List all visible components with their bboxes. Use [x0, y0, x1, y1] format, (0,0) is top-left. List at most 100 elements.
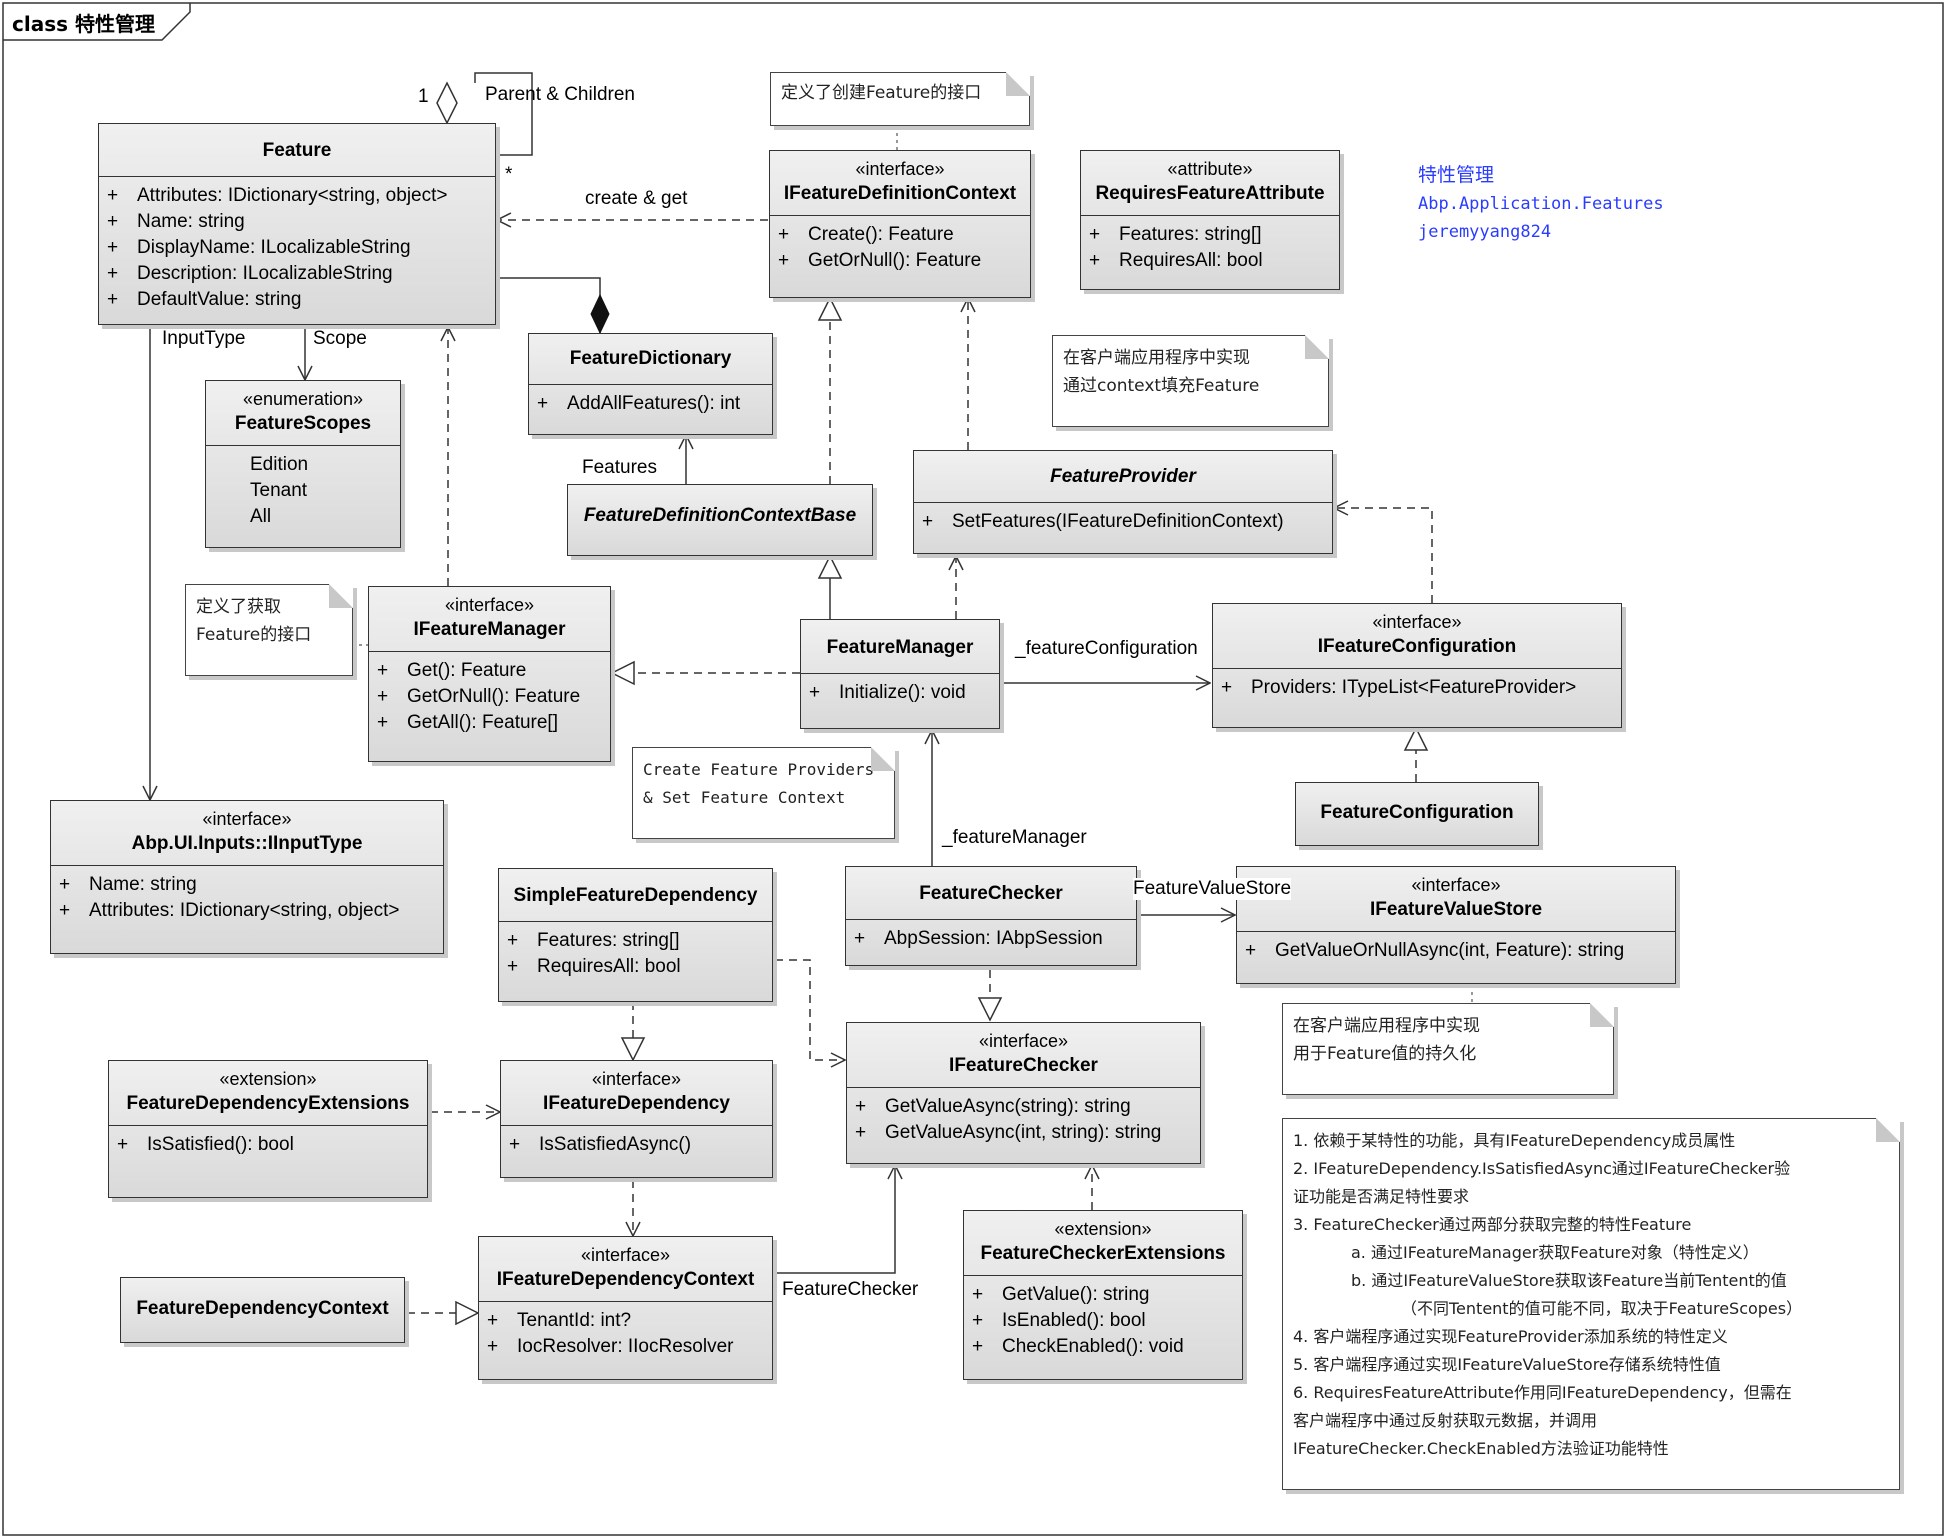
member: Create(): Feature	[808, 223, 954, 245]
composition-diamond	[590, 293, 610, 335]
class-ifeature-dependency[interactable]: «interface»IFeatureDependency +IsSatisfi…	[500, 1060, 773, 1178]
member: Get(): Feature	[407, 659, 527, 681]
diagram-info: 特性管理 Abp.Application.Features jeremyyang…	[1418, 160, 1664, 246]
class-ifeature-value-store[interactable]: «interface»IFeatureValueStore +GetValueO…	[1236, 866, 1676, 984]
label-mult-many: *	[505, 164, 513, 185]
class-feature-dependency-extensions[interactable]: «extension»FeatureDependencyExtensions +…	[108, 1060, 428, 1198]
class-name: FeatureDependencyExtensions	[126, 1093, 410, 1115]
frame-tab-border	[3, 3, 191, 41]
class-name: FeatureCheckerExtensions	[980, 1243, 1226, 1265]
member: GetOrNull(): Feature	[407, 685, 581, 707]
note-definition-context: 定义了创建Feature的接口	[770, 72, 1030, 126]
info-title: 特性管理	[1418, 164, 1495, 186]
class-feature-configuration[interactable]: FeatureConfiguration	[1295, 782, 1539, 846]
class-name: Abp.UI.Inputs::IInputType	[131, 833, 363, 855]
member: Providers: ITypeList<FeatureProvider>	[1251, 676, 1577, 698]
class-feature-checker[interactable]: FeatureChecker +AbpSession: IAbpSession	[845, 866, 1137, 966]
member: Description: ILocalizableString	[137, 262, 393, 284]
label-mult-one: 1	[418, 86, 429, 107]
class-ifeature-configuration[interactable]: «interface»IFeatureConfiguration +Provid…	[1212, 603, 1622, 728]
member: Features: string[]	[537, 929, 680, 951]
label-feature-checker-role: FeatureChecker	[782, 1279, 919, 1300]
class-feature[interactable]: Feature +Attributes: IDictionary<string,…	[98, 123, 496, 325]
member: IocResolver: IIocResolver	[517, 1335, 734, 1357]
class-ifeature-manager[interactable]: «interface»IFeatureManager +Get(): Featu…	[368, 586, 611, 762]
class-ifeature-checker[interactable]: «interface»IFeatureChecker +GetValueAsyn…	[846, 1022, 1201, 1164]
member: IsEnabled(): bool	[1002, 1309, 1146, 1331]
member: Features: string[]	[1119, 223, 1262, 245]
class-feature-definition-context-base[interactable]: FeatureDefinitionContextBase	[567, 484, 873, 556]
class-requires-feature-attribute[interactable]: «attribute»RequiresFeatureAttribute +Fea…	[1080, 150, 1340, 290]
member: TenantId: int?	[517, 1309, 632, 1331]
class-name: FeatureScopes	[234, 413, 372, 435]
label-create-get: create & get	[585, 188, 688, 209]
note-manager: 定义了获取 Feature的接口	[185, 584, 353, 676]
composition-line	[497, 277, 601, 333]
class-name: FeatureProvider	[1050, 466, 1196, 487]
class-name: IFeatureDependencyContext	[496, 1269, 755, 1291]
label-parent-children: Parent & Children	[485, 84, 635, 105]
member: GetOrNull(): Feature	[808, 249, 982, 271]
label-feature-manager-role: _featureManager	[942, 827, 1087, 848]
member: GetValue(): string	[1002, 1283, 1150, 1305]
class-name: Feature	[262, 140, 332, 161]
class-feature-checker-extensions[interactable]: «extension»FeatureCheckerExtensions +Get…	[963, 1210, 1243, 1380]
enum-literal: Edition	[250, 453, 309, 475]
member: AbpSession: IAbpSession	[884, 927, 1103, 949]
member: Attributes: IDictionary<string, object>	[137, 184, 448, 206]
info-author: jeremyyang824	[1418, 222, 1552, 242]
class-simple-feature-dependency[interactable]: SimpleFeatureDependency +Features: strin…	[498, 868, 773, 1002]
class-name: FeatureChecker	[919, 883, 1063, 904]
class-feature-manager[interactable]: FeatureManager +Initialize(): void	[800, 619, 1000, 729]
member: Attributes: IDictionary<string, object>	[89, 899, 400, 921]
member: IsSatisfied(): bool	[147, 1133, 294, 1155]
info-namespace: Abp.Application.Features	[1418, 194, 1664, 214]
member: Name: string	[89, 873, 197, 895]
dep-simple-checker	[775, 959, 845, 1060]
class-name: IFeatureConfiguration	[1317, 636, 1517, 658]
member: SetFeatures(IFeatureDefinitionContext)	[952, 510, 1284, 532]
label-feature-configuration-role: _featureConfiguration	[1015, 638, 1198, 659]
class-name: FeatureDependencyContext	[136, 1298, 389, 1319]
member: GetValueOrNullAsync(int, Feature): strin…	[1275, 939, 1625, 961]
dep-configuration-provider	[1334, 508, 1433, 603]
class-name: IFeatureDefinitionContext	[783, 183, 1017, 205]
class-feature-dictionary[interactable]: FeatureDictionary +AddAllFeatures(): int	[528, 333, 773, 435]
label-features: Features	[582, 457, 657, 478]
class-ifeature-definition-context[interactable]: «interface»IFeatureDefinitionContext +Cr…	[769, 150, 1031, 298]
note-summary: 1. 依赖于某特性的功能，具有IFeatureDependency成员属性 2.…	[1282, 1118, 1900, 1490]
class-feature-dependency-context[interactable]: FeatureDependencyContext	[120, 1277, 405, 1343]
member: Name: string	[137, 210, 245, 232]
class-name: FeatureDictionary	[569, 348, 732, 369]
class-name: FeatureManager	[826, 637, 974, 658]
class-feature-scopes[interactable]: «enumeration»FeatureScopes Edition Tenan…	[205, 380, 401, 548]
note-value-store: 在客户端应用程序中实现 用于Feature值的持久化	[1282, 1003, 1614, 1095]
label-scope: Scope	[313, 328, 367, 349]
member: DisplayName: ILocalizableString	[137, 236, 411, 258]
class-iinput-type[interactable]: «interface»Abp.UI.Inputs::IInputType +Na…	[50, 800, 444, 954]
label-feature-value-store-role: FeatureValueStore	[1133, 878, 1292, 900]
class-name: IFeatureDependency	[543, 1093, 730, 1115]
frame-title: class 特性管理	[12, 12, 155, 36]
member: CheckEnabled(): void	[1002, 1335, 1184, 1357]
class-feature-provider[interactable]: FeatureProvider +SetFeatures(IFeatureDef…	[913, 450, 1333, 554]
class-ifeature-dependency-context[interactable]: «interface»IFeatureDependencyContext +Te…	[478, 1236, 773, 1380]
assoc-context-checker	[773, 1165, 895, 1274]
member: Initialize(): void	[839, 681, 966, 703]
class-name: IFeatureManager	[413, 619, 566, 641]
note-provider: 在客户端应用程序中实现 通过context填充Feature	[1052, 335, 1329, 427]
member: GetAll(): Feature[]	[407, 711, 558, 733]
class-name: IFeatureChecker	[949, 1055, 1098, 1077]
member: GetValueAsync(int, string): string	[885, 1121, 1162, 1143]
class-name: RequiresFeatureAttribute	[1095, 183, 1325, 205]
member: IsSatisfiedAsync()	[539, 1133, 692, 1155]
class-name: FeatureDefinitionContextBase	[583, 505, 857, 526]
class-name: FeatureConfiguration	[1320, 802, 1514, 823]
class-name: IFeatureValueStore	[1369, 899, 1543, 921]
member: DefaultValue: string	[137, 288, 302, 310]
label-input-type: InputType	[162, 328, 246, 349]
enum-literal: Tenant	[250, 479, 308, 501]
